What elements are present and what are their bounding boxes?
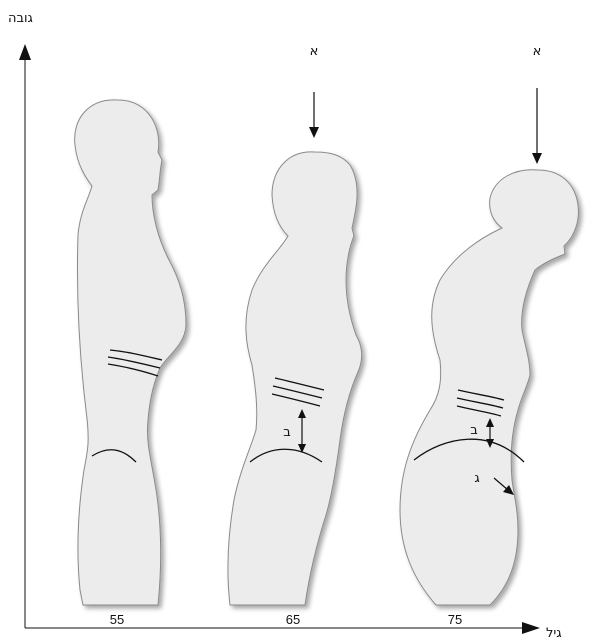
figure-age-75: א ב ג 75 (400, 44, 578, 627)
label-alef: א (310, 44, 319, 59)
age-label: 75 (448, 612, 462, 627)
label-bet: ב (470, 423, 478, 438)
figure-age-55: 55 (75, 100, 186, 627)
age-label: 55 (110, 612, 124, 627)
label-bet: ב (283, 425, 291, 440)
x-axis-arrowhead (522, 622, 540, 634)
figure-age-65: א ב 65 (228, 44, 362, 627)
y-axis-label: גובה (8, 11, 33, 26)
y-axis-arrowhead (19, 44, 31, 60)
head-down-arrowhead (309, 127, 319, 138)
head-down-arrowhead (532, 153, 542, 164)
age-label: 65 (286, 612, 300, 627)
label-gimel: ג (474, 471, 479, 486)
body-silhouette (228, 152, 362, 605)
label-alef: א (533, 44, 542, 59)
x-axis-label: גיל (546, 626, 562, 641)
body-silhouette (400, 170, 578, 605)
